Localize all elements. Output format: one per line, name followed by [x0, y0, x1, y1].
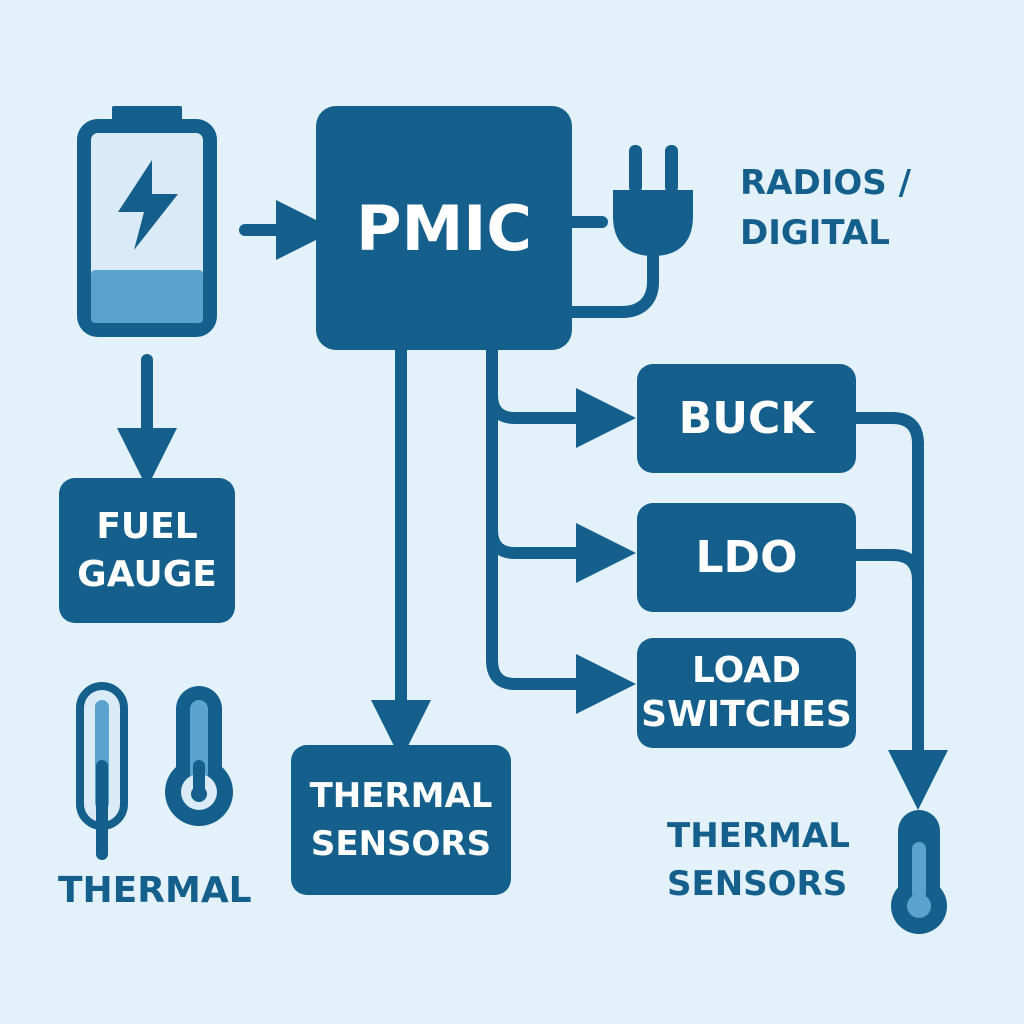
- thermal-label: THERMAL: [58, 870, 252, 911]
- ldo-box: LDO: [637, 503, 856, 612]
- fuel-gauge-label-line2: GAUGE: [77, 553, 217, 595]
- radios-digital-label: RADIOS / DIGITAL: [740, 158, 911, 258]
- thermometer-icon: [891, 810, 947, 934]
- radios-digital-line1: RADIOS /: [740, 163, 912, 203]
- load-switches-label-line2: SWITCHES: [641, 694, 852, 735]
- pmic-label: PMIC: [356, 191, 532, 265]
- load-switches-box: LOAD SWITCHES: [637, 638, 856, 748]
- thermal-sensors-right-line2: SENSORS: [667, 864, 848, 904]
- load-switches-label-line1: LOAD: [691, 650, 802, 691]
- pmic-box: PMIC: [316, 106, 572, 350]
- connectors: [117, 200, 948, 810]
- ldo-label: LDO: [695, 532, 798, 583]
- thermal-sensors-right-label: THERMAL SENSORS: [667, 812, 850, 908]
- thermal-sensors-box: THERMAL SENSORS: [291, 745, 511, 895]
- fuel-gauge-box: FUEL GAUGE: [59, 478, 235, 623]
- arrow-pmic-to-buck: [486, 344, 636, 448]
- thermal-sensors-box-line2: SENSORS: [310, 824, 492, 864]
- thermal-sensors-box-line1: THERMAL: [309, 776, 493, 816]
- thermometer-icon: [76, 682, 128, 860]
- radios-digital-line2: DIGITAL: [740, 213, 890, 253]
- power-plug-icon: [564, 145, 693, 318]
- connector-ldo-to-rail: [851, 549, 924, 586]
- thermometer-icon: [165, 686, 233, 826]
- buck-label: BUCK: [678, 393, 815, 444]
- thermal-sensors-right-line1: THERMAL: [667, 816, 850, 856]
- thermal-label-text: THERMAL: [58, 870, 252, 911]
- battery-icon: [77, 106, 217, 337]
- arrow-buck-to-thermal-sensors: [851, 412, 948, 810]
- fuel-gauge-label-line1: FUEL: [96, 505, 198, 547]
- buck-box: BUCK: [637, 364, 856, 473]
- arrow-pmic-to-load-switches: [486, 524, 636, 714]
